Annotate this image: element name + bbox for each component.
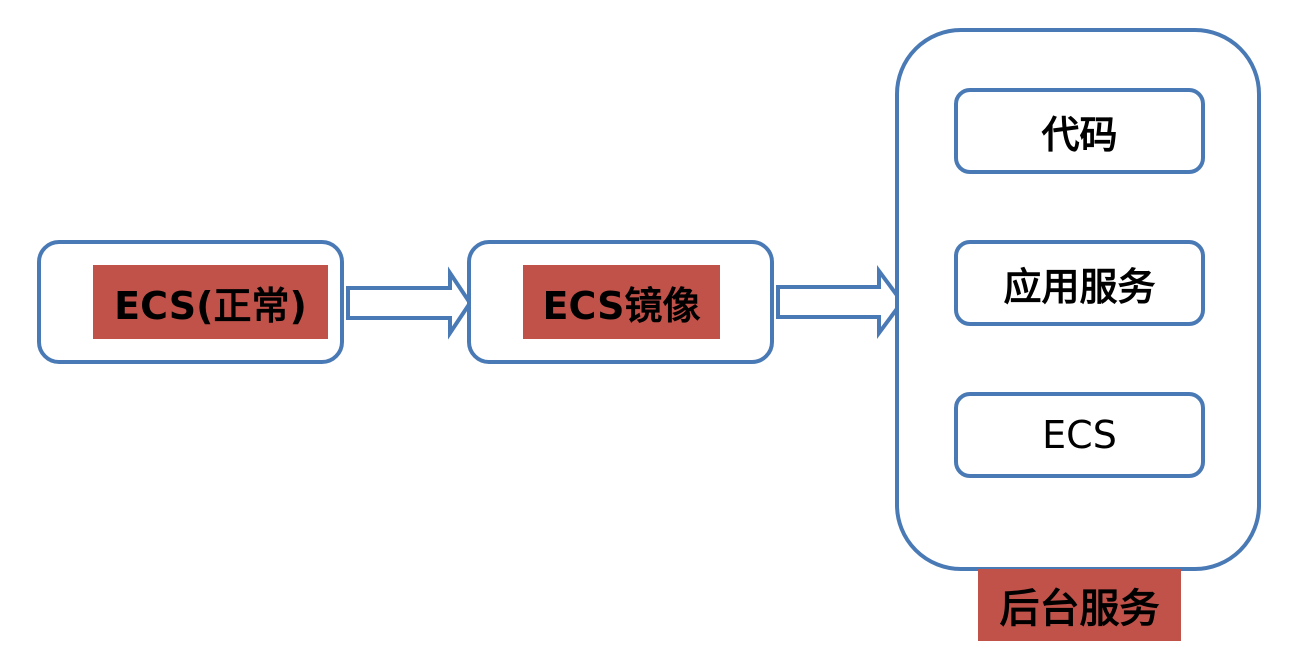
arrow-image-to-backend: [776, 264, 905, 340]
backend-caption: 后台服务: [978, 569, 1181, 641]
backend-item-app-service-label: 应用服务: [1003, 264, 1156, 309]
arrow-shape: [346, 266, 473, 340]
arrow-shape: [776, 264, 905, 340]
backend-item-ecs-label: ECS: [1042, 413, 1117, 457]
node-ecs-image-label: ECS镜像: [523, 265, 720, 339]
backend-item-code-label: 代码: [1041, 112, 1118, 157]
backend-item-code: [954, 88, 1205, 174]
backend-item-app-service: [954, 240, 1205, 326]
node-ecs-normal-label: ECS(正常): [93, 265, 328, 339]
arrow-source-to-image: [346, 266, 473, 340]
backend-item-ecs: [954, 392, 1205, 478]
